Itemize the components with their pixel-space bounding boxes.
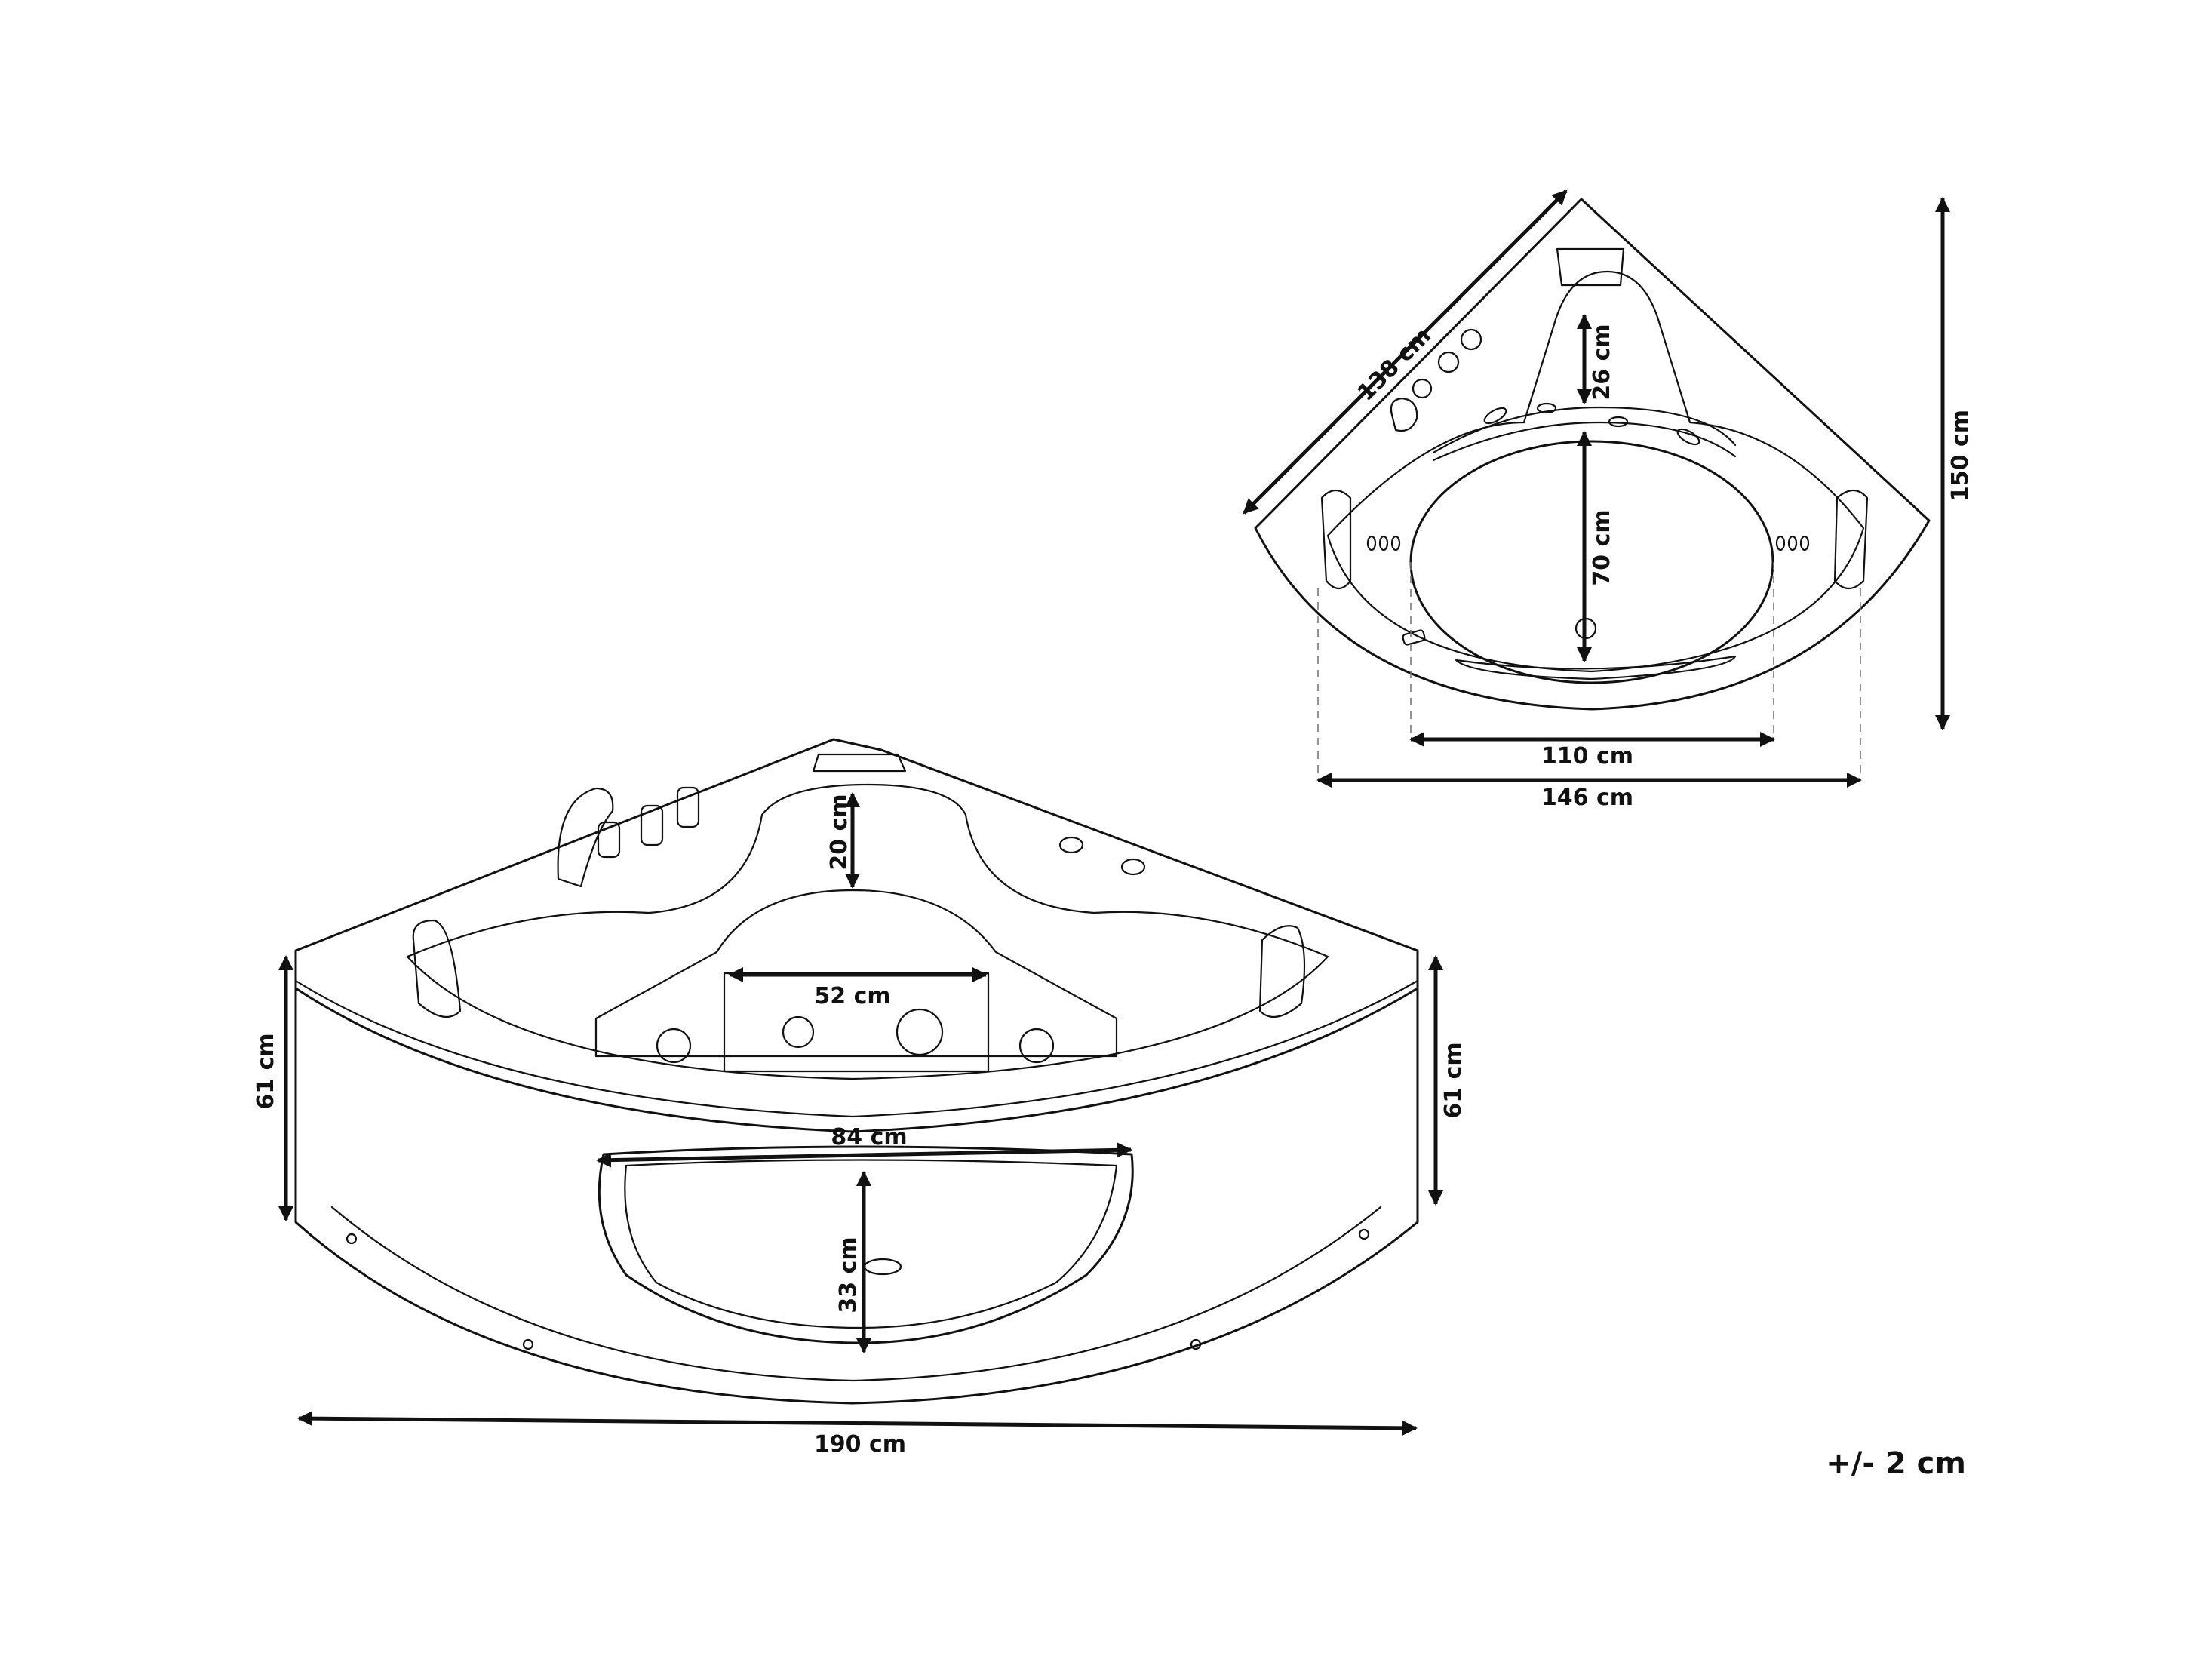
jet-icon: [1608, 416, 1629, 428]
jet-icon: [1676, 428, 1700, 446]
front-view-inner-rim: [406, 783, 1329, 1080]
dim-label-height: 150 cm: [1947, 410, 1974, 502]
dim-arrow-190: [297, 1411, 1418, 1436]
tap-icon: [1412, 378, 1433, 399]
tolerance-note: +/- 2 cm: [1826, 1446, 1966, 1481]
dim-label-height-left: 61 cm: [253, 1033, 279, 1109]
dim-label-window-width: 84 cm: [831, 1124, 907, 1151]
dim-label-basin-depth: 70 cm: [1589, 509, 1615, 585]
jet-icon: [1775, 535, 1786, 551]
dim-arrow-84: [596, 1142, 1132, 1168]
bolt-icon: [1358, 1228, 1370, 1240]
dim-label-height-right: 61 cm: [1440, 1042, 1467, 1118]
bolt-icon: [1190, 1338, 1202, 1350]
jet-icon: [656, 1028, 692, 1064]
front-view-apron-edge: [294, 979, 1419, 1118]
top-view-headrest: [1556, 247, 1625, 287]
tap-icon: [640, 804, 664, 846]
bolt-icon: [522, 1338, 534, 1350]
front-view-window-inner: [624, 1159, 1118, 1329]
bolt-icon: [346, 1233, 358, 1245]
tap-icon: [676, 786, 700, 828]
shower-head-icon: [557, 787, 614, 888]
jet-icon: [1366, 535, 1377, 551]
drain-icon: [863, 1258, 902, 1276]
front-view-deck: [294, 738, 1419, 1133]
front-view-left-pillow: [412, 919, 462, 1018]
front-view-window: [598, 1145, 1134, 1344]
top-view-right-pillow: [1833, 489, 1869, 590]
jet-icon: [896, 1008, 944, 1056]
dim-label-seat-width: 52 cm: [814, 983, 890, 1009]
dim-label-basin-width: 110 cm: [1541, 743, 1633, 770]
jet-icon: [1799, 535, 1810, 551]
dim-label-headrest-gap: 26 cm: [1589, 324, 1615, 400]
front-view-apron-base: [330, 1206, 1382, 1382]
top-view-left-pillow: [1320, 489, 1352, 590]
top-view-outer-outline: [1254, 198, 1931, 711]
top-view-drawing: [1254, 198, 1931, 777]
dim-label-front-total-width: 190 cm: [814, 1431, 906, 1458]
top-view-front-step: [1455, 655, 1737, 680]
tap-icon: [597, 821, 621, 859]
dim-label-diagonal: 138 cm: [1353, 323, 1436, 407]
jet-icon: [1378, 535, 1389, 551]
jet-icon: [1787, 535, 1798, 551]
tap-icon: [1437, 351, 1460, 373]
control-knob-icon: [1120, 858, 1146, 876]
front-view-seat: [594, 889, 1118, 1058]
overflow-icon: [1402, 629, 1426, 646]
dim-label-window-height: 33 cm: [835, 1237, 862, 1313]
front-view-apron: [294, 987, 1419, 1405]
jet-icon: [782, 1015, 815, 1049]
tap-icon: [1460, 328, 1482, 351]
front-view-headrest: [812, 753, 907, 773]
dim-label-total-width: 146 cm: [1541, 785, 1633, 811]
shower-head-icon: [1390, 397, 1418, 432]
control-knob-icon: [1058, 836, 1084, 854]
dim-arrow-138: [1243, 189, 1568, 515]
dim-label-seat-depth: 20 cm: [826, 794, 853, 870]
front-view-right-pillow: [1258, 925, 1306, 1018]
jet-icon: [1018, 1028, 1055, 1064]
jet-icon: [1390, 535, 1401, 551]
